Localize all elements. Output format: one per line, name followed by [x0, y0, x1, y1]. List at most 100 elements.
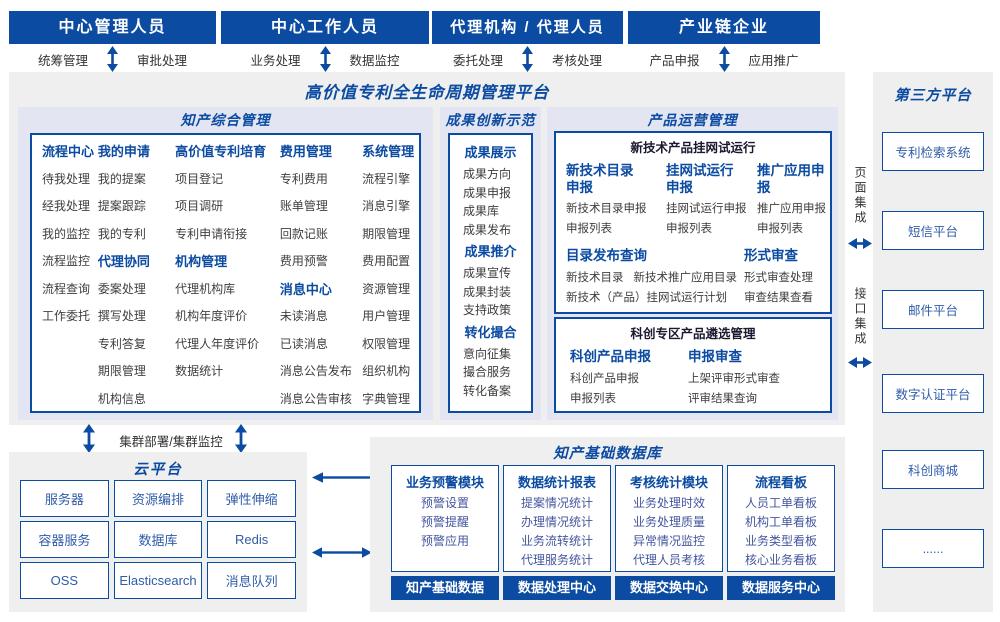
menu-item: 经我处理: [42, 199, 91, 213]
achievement-box: 成果展示 成果方向 成果申报 成果库 成果发布 成果推介 成果宣传 成果封装 支…: [448, 133, 533, 413]
actor-labels: 业务处理 数据监控: [221, 44, 429, 74]
ip-management-box: 流程中心 待我处理 经我处理 我的监控 流程监控 流程查询 工作委托 我的申请 …: [30, 133, 421, 413]
menu-item: 消息引擎: [362, 199, 411, 213]
menu-item: 业务处理时效: [632, 496, 705, 510]
menu-item: 专利申请衔接: [175, 226, 248, 241]
actor-group-center-managers: 中心管理人员 统筹管理 审批处理: [9, 11, 216, 74]
cloud-item: 服务器: [20, 480, 109, 517]
menu-item: 申报列表: [757, 222, 803, 235]
module-business-warning: 业务预警模块 预警设置 预警提醒 预警应用: [391, 465, 499, 572]
ip-columns: 流程中心 待我处理 经我处理 我的监控 流程监控 流程查询 工作委托 我的申请 …: [32, 135, 419, 413]
menu-item: 成果发布: [463, 222, 512, 237]
menu-item: 机构年度评价: [175, 309, 248, 323]
actor-right-label: 应用推广: [748, 53, 799, 68]
section-title: 成果创新示范: [445, 112, 536, 128]
menu-item: 消息公告审核: [279, 391, 352, 406]
left-right-arrow-icon: [312, 547, 372, 558]
menu-item: 费用预警: [279, 254, 328, 268]
menu-item: 组织机构: [362, 364, 411, 378]
actor-right-label: 审批处理: [137, 53, 188, 68]
menu-item: 字典管理: [362, 391, 411, 406]
menu-item: 提案情况统计: [520, 496, 593, 510]
menu-item: 挂网试运行申报: [666, 203, 747, 215]
menu-item: 新技术（产品）挂网试运行计划: [566, 291, 727, 304]
ip-database-panel: 知产基础数据库 业务预警模块 预警设置 预警提醒 预警应用 数据统计报表 提案情…: [370, 437, 845, 612]
menu-item: 成果申报: [463, 185, 512, 200]
column-header: 推广应用申报: [757, 163, 825, 195]
third-party-item: ......: [882, 529, 984, 568]
group-header: 形式审查: [744, 248, 798, 263]
menu-item: 转化备案: [463, 383, 512, 398]
menu-item: 支持政策: [463, 303, 512, 317]
ip-column-process-center: 流程中心 待我处理 经我处理 我的监控 流程监控 流程查询 工作委托: [42, 138, 98, 413]
menu-item: 期限管理: [97, 364, 146, 378]
third-party-item: 数字认证平台: [882, 374, 984, 413]
menu-item: 代理人员考核: [632, 553, 705, 567]
menu-item: 流程查询: [42, 281, 91, 296]
menu-item: 我的提案: [97, 171, 146, 186]
menu-item: 上架评审形式审查: [688, 373, 780, 385]
module-items: 提案情况统计 办理情况统计 业务流转统计 代理服务统计: [504, 494, 610, 570]
updown-arrow-icon: [83, 424, 95, 453]
menu-item: 回款记账: [279, 226, 328, 241]
trial-columns: 新技术目录申报 新技术目录申报 申报列表 挂网试运行申报 挂网试运行申报 申报列…: [556, 158, 830, 240]
base-box: 数据处理中心: [503, 576, 611, 600]
menu-item: 成果方向: [463, 167, 512, 181]
po-column-sci-product-declare: 科创产品申报 科创产品申报 申报列表: [570, 346, 688, 410]
menu-item: 流程监控: [42, 254, 91, 268]
cloud-item: Elasticsearch: [113, 562, 203, 599]
menu-item: 办理情况统计: [520, 515, 593, 529]
column-header: 申报审查: [688, 349, 742, 364]
section-title: 产品运营管理: [647, 112, 738, 128]
menu-item: 期限管理: [362, 226, 411, 241]
menu-item: 消息公告发布: [279, 364, 352, 378]
base-box: 数据交换中心: [615, 576, 723, 600]
menu-item: 机构工单看板: [744, 515, 817, 529]
section-title: 知产综合管理: [180, 112, 271, 128]
actor-group-agents: 代理机构 / 代理人员 委托处理 考核处理: [432, 11, 623, 74]
menu-item: 科创产品申报: [570, 373, 639, 385]
cluster-label: 集群部署/集群监控: [119, 435, 223, 449]
left-arrow-icon: [312, 472, 390, 483]
third-party-item: 专利检索系统: [882, 132, 984, 171]
menu-item: 业务处理质量: [632, 515, 705, 529]
menu-item: 代理人年度评价: [175, 336, 260, 351]
actor-right-label: 数据监控: [349, 53, 400, 68]
actor-group-center-staff: 中心工作人员 业务处理 数据监控: [221, 11, 429, 74]
platform-title: 高价值专利全生命周期管理平台: [304, 84, 550, 102]
module-header: 业务预警模块: [405, 475, 484, 490]
api-integration-label: 接口集成: [853, 287, 867, 347]
third-party-item: 科创商城: [882, 450, 984, 489]
menu-item: 待我处理: [42, 171, 91, 186]
menu-item: 形式审查处理: [744, 272, 813, 284]
menu-item: 资源管理: [362, 281, 411, 296]
menu-item: 权限管理: [362, 336, 411, 351]
actor-left-label: 委托处理: [452, 53, 503, 68]
cloud-platform-panel: 云平台 服务器 资源编排 弹性伸缩 容器服务 数据库 Redis OSS Ela…: [9, 452, 307, 612]
updown-arrow-icon: [522, 46, 533, 72]
column-header: 费用管理: [279, 144, 332, 159]
menu-item: 预警应用: [420, 534, 469, 548]
menu-item: 新技术目录申报: [566, 203, 647, 215]
po-column-trial-declare: 挂网试运行申报 挂网试运行申报 申报列表: [666, 160, 757, 240]
actor-group-enterprises: 产业链企业 产品申报 应用推广: [628, 11, 820, 74]
menu-item: 新技术推广应用目录: [633, 272, 738, 284]
menu-item-row: 新技术目录 新技术推广应用目录: [566, 270, 744, 287]
cloud-item: 容器服务: [20, 521, 109, 558]
updown-arrow-icon: [235, 424, 247, 453]
subbox-title: 新技术产品挂网试运行: [630, 141, 756, 155]
updown-arrow-icon: [718, 46, 730, 72]
third-party-item: 短信平台: [882, 211, 984, 250]
base-box: 知产基础数据: [391, 576, 499, 600]
menu-item: 提案跟踪: [97, 199, 146, 213]
menu-item: 我的监控: [42, 226, 91, 241]
sci-tech-selection-box: 科创专区产品遴选管理 科创产品申报 科创产品申报 申报列表 申报审查 上架评审形…: [554, 317, 832, 413]
updown-arrow-icon: [107, 46, 118, 72]
actor-labels: 统筹管理 审批处理: [9, 44, 216, 74]
left-right-arrow-icon: [848, 238, 872, 249]
actor-left-label: 产品申报: [649, 53, 700, 68]
menu-item: 成果宣传: [463, 266, 512, 280]
menu-item: 流程引擎: [362, 171, 411, 186]
menu-item: 未读消息: [279, 309, 328, 323]
